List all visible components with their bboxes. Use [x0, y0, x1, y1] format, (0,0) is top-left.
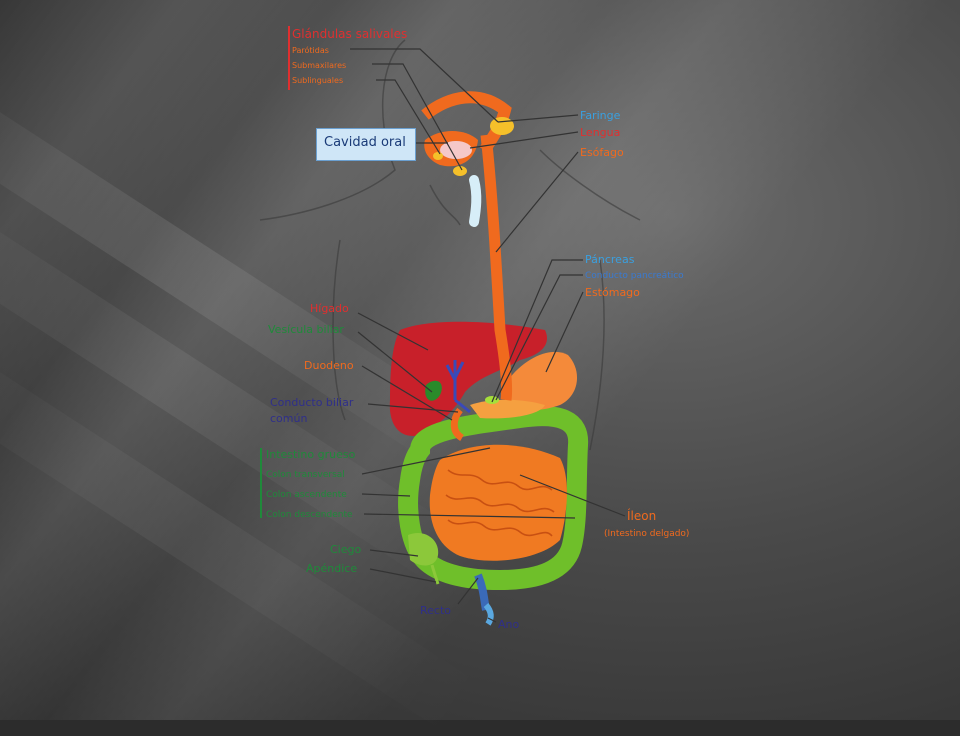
leader-line [491, 259, 583, 403]
label-cavidad-oral: Cavidad oral [324, 135, 406, 150]
leader-line [495, 274, 583, 401]
leader-line [369, 549, 419, 557]
sublingual-gland [433, 152, 443, 160]
label-recto: Recto [420, 604, 451, 617]
label-conducto-biliar: Conducto biliar [270, 396, 354, 409]
label-colon-transversal: Colon transversal [266, 470, 345, 480]
esophagus [480, 134, 513, 401]
digestive-system-diagram: Glándulas salivales Parótidas Submaxilar… [259, 26, 689, 631]
gallbladder [425, 380, 442, 401]
label-esofago: Esófago [580, 146, 624, 159]
leader-line [495, 151, 579, 253]
leader-line [372, 63, 463, 171]
label-intestino-grueso: Intestino grueso [266, 448, 356, 461]
leader-line [350, 48, 499, 123]
label-faringe: Faringe [580, 109, 621, 122]
leader-line [545, 291, 584, 373]
leader-line [469, 131, 579, 149]
label-colon-ascendente: Colon ascendente [266, 490, 347, 500]
bile-duct [445, 360, 471, 414]
leader-line [367, 403, 459, 413]
label-conducto-biliar-2: común [270, 412, 307, 425]
label-vesicula: Vesícula biliar [268, 323, 344, 336]
label-apendice: Apéndice [306, 562, 357, 575]
label-estomago: Estómago [585, 286, 640, 299]
parotid-gland [490, 117, 514, 135]
label-colon-descendente: Colon descendente [266, 510, 353, 520]
duodenum [450, 407, 465, 441]
leader-line [519, 474, 626, 517]
anus [483, 603, 494, 626]
label-ileon: Íleon [627, 508, 656, 523]
label-conducto-pancreatico: Conducto pancreático [585, 271, 684, 281]
leader-line [361, 447, 491, 475]
small-intestine-folds [445, 469, 555, 537]
leader-line [361, 365, 453, 421]
pancreas [470, 399, 545, 419]
label-lengua: Lengua [580, 126, 620, 139]
leader-line [363, 513, 576, 519]
leader-lines [350, 48, 626, 623]
stomach [505, 351, 578, 411]
leader-line [497, 114, 579, 123]
leader-line [369, 568, 437, 583]
leader-line [487, 617, 497, 623]
leader-line [357, 331, 433, 393]
label-sublinguales: Sublinguales [292, 76, 343, 85]
body-outline [259, 39, 641, 451]
pharynx [421, 91, 512, 153]
leader-line [457, 577, 479, 605]
large-intestine [398, 406, 589, 591]
label-ano: Ano [498, 618, 519, 631]
label-duodeno: Duodeno [304, 359, 354, 372]
leader-line [357, 312, 429, 351]
leader-line [361, 493, 411, 497]
appendix [430, 564, 440, 585]
tongue [440, 141, 472, 159]
small-intestine [429, 444, 567, 561]
label-glandulas: Glándulas salivales [292, 27, 407, 41]
label-higado: Hígado [310, 302, 349, 315]
oral-cavity-callout [316, 128, 416, 161]
cecum [408, 532, 439, 566]
label-submaxilares: Submaxilares [292, 61, 346, 70]
submaxillary-gland [453, 166, 467, 176]
label-pancreas: Páncreas [585, 253, 635, 266]
label-parotidas: Parótidas [292, 45, 329, 55]
label-ciego: Ciego [330, 543, 361, 556]
trachea [469, 175, 482, 227]
pancreatic-duct-opening [485, 396, 499, 404]
label-intestino-delgado: (Intestino delgado) [604, 529, 689, 539]
leader-line [376, 79, 441, 155]
